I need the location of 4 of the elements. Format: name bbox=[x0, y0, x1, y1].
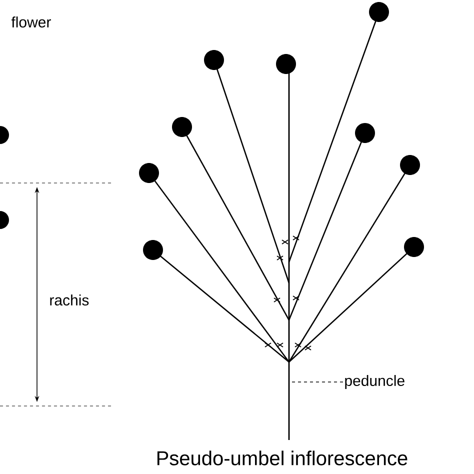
part-label: rachis bbox=[50, 294, 89, 306]
part-label: peduncle bbox=[345, 375, 404, 389]
part-label: flower bbox=[11, 16, 51, 28]
caption: Pseudo-umbel inflorescence bbox=[157, 450, 408, 466]
